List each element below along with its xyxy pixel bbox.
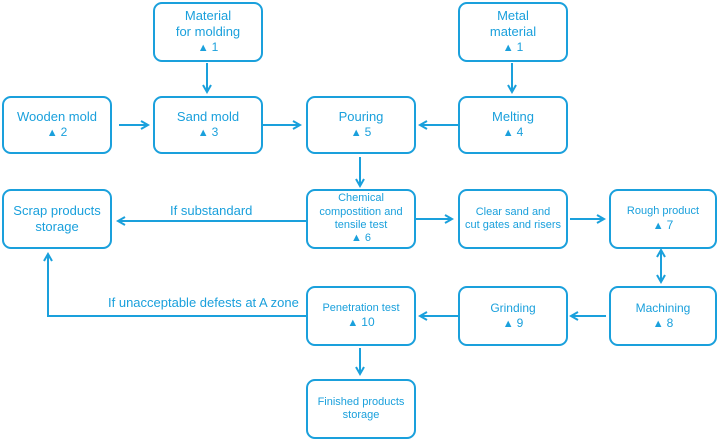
step-number: ▲6 xyxy=(350,232,371,245)
node-label: cut gates and risers xyxy=(465,219,561,231)
arrow-penetration-to-scrap xyxy=(48,254,306,317)
triangle-icon: ▲ xyxy=(197,42,209,55)
node-label: storage xyxy=(35,219,79,234)
triangle-icon: ▲ xyxy=(652,317,664,330)
step-number: ▲7 xyxy=(652,218,674,232)
step-number: ▲3 xyxy=(197,125,219,140)
triangle-icon: ▲ xyxy=(197,127,209,140)
node-label: Rough product xyxy=(626,204,700,217)
triangle-icon: ▲ xyxy=(652,220,664,232)
triangle-icon: ▲ xyxy=(502,42,514,55)
node-scrap-products-storage: Scrap products storage xyxy=(2,189,112,249)
node-wooden-mold: Wooden mold ▲2 xyxy=(2,96,112,154)
step-number: ▲1 xyxy=(502,40,524,55)
node-machining: Machining ▲8 xyxy=(609,286,717,346)
triangle-icon: ▲ xyxy=(502,127,514,140)
node-label: Material xyxy=(184,8,232,24)
step-number: ▲2 xyxy=(46,125,68,140)
node-label: Finished products xyxy=(317,395,405,408)
label-if-unacceptable-defects: If unacceptable defests at A zone xyxy=(108,295,299,310)
node-label: Sand mold xyxy=(176,109,240,125)
node-material-for-molding: Material for molding ▲1 xyxy=(153,2,263,62)
node-label: Pouring xyxy=(338,109,384,125)
triangle-icon: ▲ xyxy=(502,317,514,330)
node-pouring: Pouring ▲5 xyxy=(306,96,416,154)
node-penetration-test: Penetration test ▲10 xyxy=(306,286,416,346)
triangle-icon: ▲ xyxy=(46,127,58,140)
node-label: Melting xyxy=(492,109,534,125)
node-label: compostition and xyxy=(319,205,403,218)
step-number: ▲4 xyxy=(502,125,524,140)
node-rough-product: Rough product ▲7 xyxy=(609,189,717,249)
triangle-icon: ▲ xyxy=(347,317,359,329)
node-metal-material: Metal material ▲1 xyxy=(458,2,568,62)
node-clear-sand: Clear sand and cut gates and risers xyxy=(458,189,568,249)
step-number: ▲5 xyxy=(350,125,372,140)
node-label: Metal xyxy=(497,8,529,24)
triangle-icon: ▲ xyxy=(350,232,362,245)
node-label: Penetration test xyxy=(322,301,400,314)
node-label: tensile test xyxy=(334,219,388,231)
node-label: Machining xyxy=(635,300,691,315)
step-number: ▲9 xyxy=(502,315,524,330)
node-label: Grinding xyxy=(490,300,536,315)
node-label: Wooden mold xyxy=(17,109,97,125)
step-number: ▲8 xyxy=(652,315,674,330)
step-number: ▲10 xyxy=(347,315,375,329)
node-sand-mold: Sand mold ▲3 xyxy=(153,96,263,154)
node-chemical-tensile-test: Chemical compostition and tensile test ▲… xyxy=(306,189,416,249)
node-melting: Melting ▲4 xyxy=(458,96,568,154)
node-label: storage xyxy=(342,409,380,421)
node-label: Clear sand and xyxy=(475,205,551,218)
node-label: material xyxy=(489,24,537,40)
node-label: Chemical xyxy=(338,192,384,205)
step-number: ▲1 xyxy=(197,40,219,55)
label-if-substandard: If substandard xyxy=(170,203,253,218)
node-label: for molding xyxy=(175,24,241,40)
node-grinding: Grinding ▲9 xyxy=(458,286,568,346)
node-label: Scrap products xyxy=(13,203,101,219)
triangle-icon: ▲ xyxy=(350,127,362,140)
node-finished-products-storage: Finished products storage xyxy=(306,379,416,439)
